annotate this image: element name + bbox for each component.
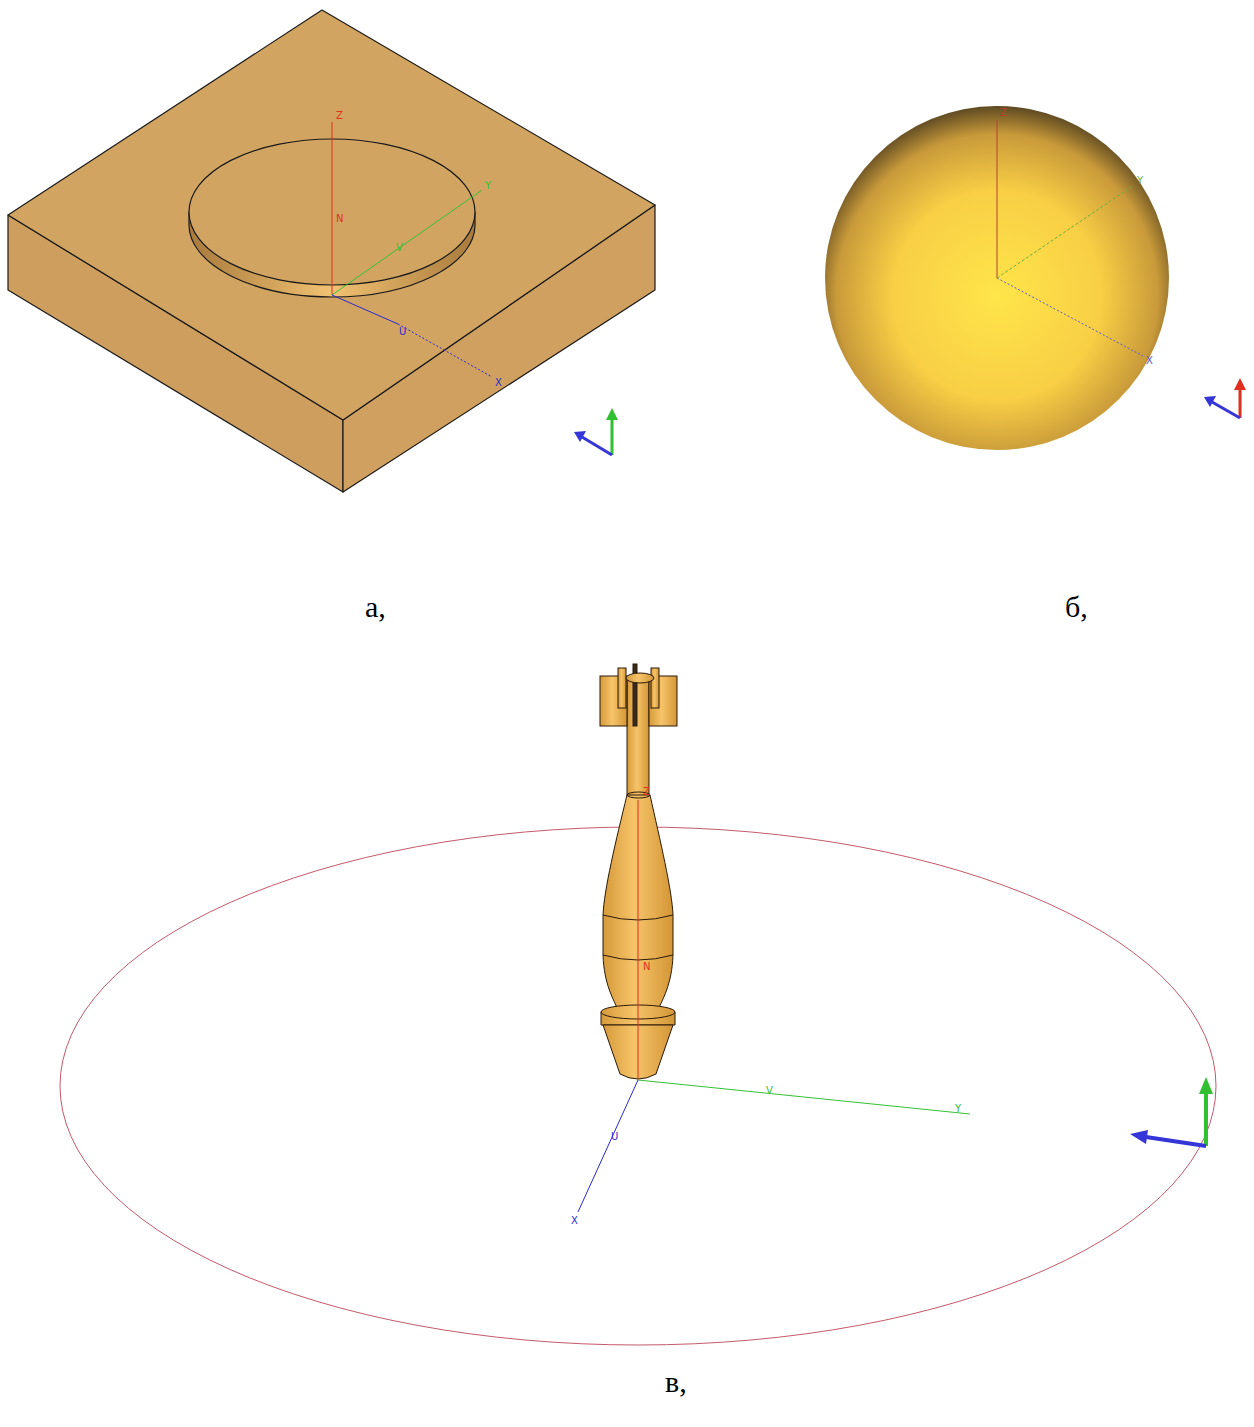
illustration-shape <box>332 122 333 295</box>
illustration-shape <box>1130 1130 1148 1144</box>
illustration-shape <box>332 190 482 295</box>
illustration-shape <box>1212 402 1240 418</box>
illustration-shape <box>1199 1077 1213 1094</box>
axis-label: X <box>495 378 502 388</box>
axis-label: V <box>766 1086 773 1096</box>
illustration-shape <box>651 668 659 708</box>
panel-caption: в, <box>665 1367 687 1397</box>
axis-label: Y <box>1137 176 1143 186</box>
axes-a <box>332 122 492 377</box>
illustration-shape <box>611 418 614 455</box>
illustration-shape <box>638 1080 970 1114</box>
panel-caption: а, <box>365 592 386 622</box>
illustration-shape <box>997 185 1134 278</box>
illustration-shape <box>1234 378 1246 390</box>
illustration-shape <box>1239 388 1242 418</box>
axes-c <box>578 800 970 1212</box>
axis-label: U <box>611 1132 618 1142</box>
axis-label: N <box>643 962 650 972</box>
illustration-shape <box>825 106 1169 450</box>
illustration-shape <box>626 673 654 683</box>
illustration-shape <box>1204 396 1216 407</box>
illustration-shape <box>1204 1092 1208 1146</box>
illustration-shape <box>332 295 398 324</box>
illustration-shape <box>618 668 626 708</box>
axis-label: N <box>336 214 343 224</box>
illustration-shape <box>997 120 998 278</box>
axis-label: X <box>1146 356 1153 366</box>
axis-label: X <box>571 1216 578 1226</box>
panel-caption: б, <box>1065 592 1088 622</box>
slab-model <box>8 10 655 492</box>
illustration-shape <box>638 800 639 1080</box>
sphere-model <box>825 106 1169 450</box>
bomb-model <box>600 664 677 1079</box>
axes-b <box>997 120 1143 356</box>
axis-label: U <box>399 327 406 337</box>
illustration-shape <box>997 278 1143 356</box>
axis-label: Z <box>336 111 343 121</box>
illustration-shape <box>574 431 586 442</box>
illustration-shape <box>582 437 612 455</box>
axis-label: V <box>396 243 403 253</box>
illustration-shape <box>8 10 655 420</box>
illustration-shape <box>578 1080 638 1212</box>
illustration-shape <box>1146 1137 1206 1146</box>
triad-c <box>1130 1077 1213 1146</box>
illustration-shape <box>627 680 649 796</box>
illustration-shape <box>398 324 492 377</box>
triad-a <box>574 408 618 455</box>
illustration-shape <box>606 408 618 420</box>
axis-label: Z <box>643 787 650 797</box>
triad-b <box>1204 378 1246 418</box>
axis-label: Z <box>1000 108 1007 118</box>
axis-label: Y <box>955 1104 961 1114</box>
axis-label: Y <box>485 181 491 191</box>
